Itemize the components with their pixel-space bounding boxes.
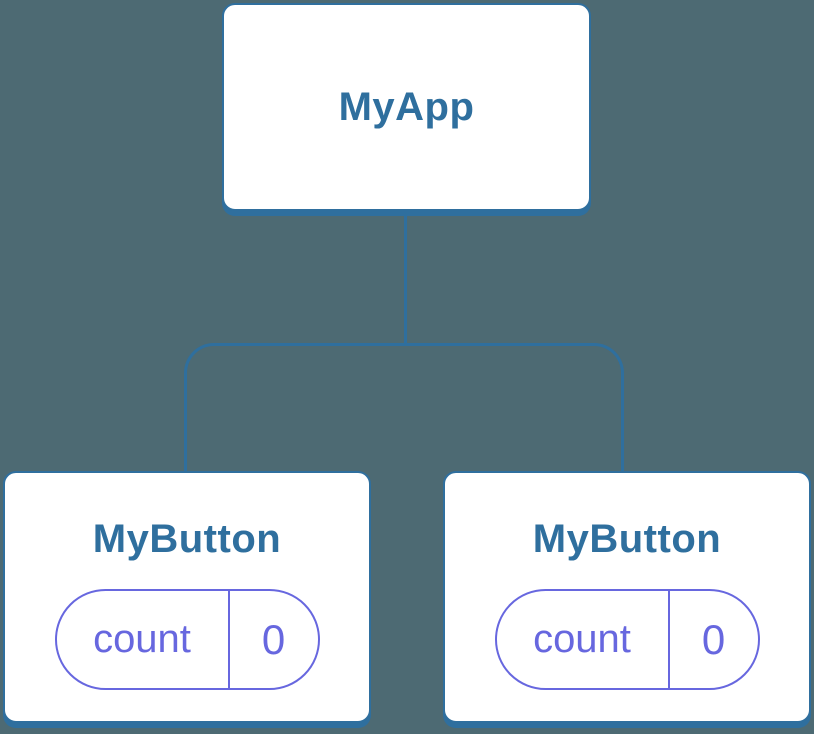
node-mybutton-left-label: MyButton [92,517,282,561]
node-mybutton-left: MyButton count 0 [3,471,371,723]
state-name-left: count [57,591,230,688]
state-name-right: count [497,591,670,688]
state-value-left: 0 [261,615,286,663]
connector-stem [404,214,407,346]
node-myapp-label: MyApp [338,85,475,129]
node-myapp: MyApp [222,3,591,211]
connector-bracket [184,343,624,471]
node-mybutton-right-label: MyButton [532,517,722,561]
state-pill-right: count 0 [494,589,760,690]
state-pill-left: count 0 [54,589,320,690]
state-value-right: 0 [701,615,726,663]
node-mybutton-right: MyButton count 0 [443,471,811,723]
